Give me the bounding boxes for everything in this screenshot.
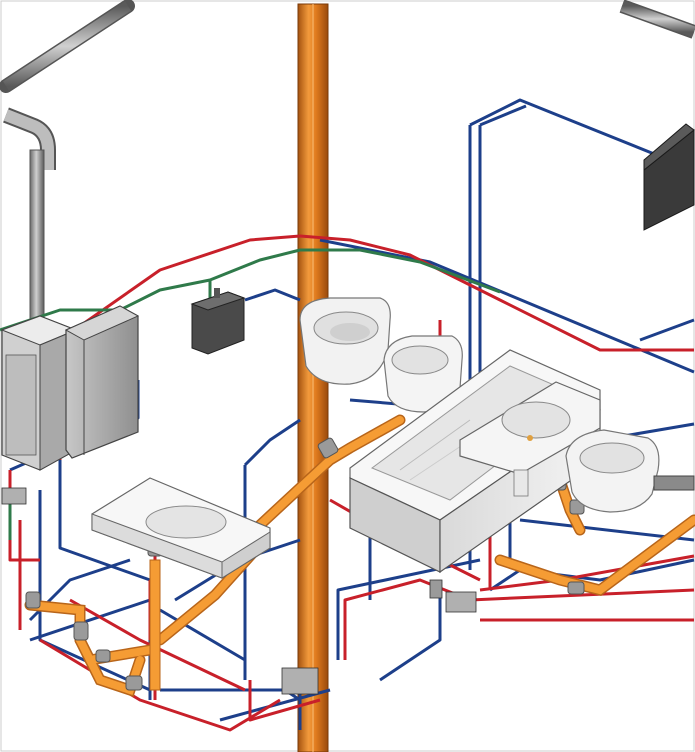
wall-toilet: [299, 297, 391, 385]
washbasin-left: [91, 477, 271, 579]
main-drain-riser: [297, 3, 329, 752]
boiler: [0, 315, 78, 471]
bidet: [383, 335, 463, 413]
washbasin-right: [459, 381, 601, 497]
wall-unit: [643, 123, 695, 231]
toilet-right: [565, 429, 695, 513]
manifold-connectors: [1, 487, 477, 695]
control-box: [190, 288, 246, 355]
storage-cabinet: [64, 305, 140, 459]
